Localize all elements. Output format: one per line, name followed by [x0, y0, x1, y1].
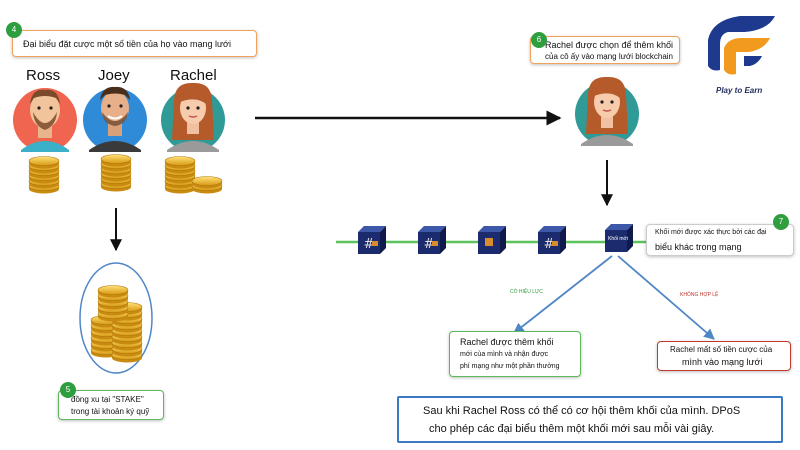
rachel-avatar [161, 82, 225, 152]
summary-box: Sau khi Rachel Ross có thể có cơ hội thê… [397, 396, 783, 443]
outcome-valid-line-2: mới của mình và nhận được [460, 351, 549, 358]
chain-block-3 [478, 226, 506, 254]
branch-invalid-label: KHÔNG HỢP LỆ [680, 292, 719, 298]
person-name-ross: Ross [26, 67, 61, 84]
step-5-box: đồng xu tại "STAKE" trong tài khoản ký q… [58, 390, 164, 420]
chain-block-2: # [418, 226, 446, 254]
logo-mark [708, 16, 775, 75]
step-4-box: Đại biểu đặt cược một số tiền của họ vào… [12, 30, 257, 57]
outcome-invalid-line-2: mình vào mạng lưới [682, 357, 763, 367]
outcome-valid-box: Rachel được thêm khối mới của mình và nh… [449, 331, 581, 377]
step-6-line-1: Rachel được chọn để thêm khối [545, 40, 673, 50]
arrow-valid [513, 255, 613, 334]
chain-block-1: # [358, 226, 386, 254]
outcome-valid-line-1: Rachel được thêm khối [460, 337, 554, 347]
step-6-box: Rachel được chọn để thêm khối của cô ấy … [530, 36, 680, 64]
joey-coins [100, 154, 132, 192]
arrow-invalid [617, 255, 715, 340]
svg-text:#: # [424, 237, 435, 252]
step-4-badge: 4 [6, 22, 22, 38]
step-7-box: Khối mới được xác thực bởi các đại biểu … [646, 224, 794, 256]
branch-valid-label: CÓ HIỆU LỰC [510, 289, 543, 295]
outcome-invalid-box: Rachel mất số tiền cược của mình vào mạn… [657, 341, 791, 371]
summary-line-2: cho phép các đại biểu thêm một khối mới … [429, 423, 715, 435]
chain-block-4: # [538, 226, 566, 254]
logo-tagline: Play to Earn [716, 86, 763, 95]
joey-avatar [83, 86, 147, 152]
step-6-line-2: của cô ấy vào mạng lưới blockchain [545, 52, 673, 61]
outcome-invalid-line-1: Rachel mất số tiền cược của [670, 345, 773, 354]
step-6-badge: 6 [531, 32, 547, 48]
ross-avatar [13, 88, 77, 152]
step-7-badge: 7 [773, 214, 789, 230]
step-7-line-1: Khối mới được xác thực bởi các đại [655, 229, 767, 236]
svg-text:#: # [544, 237, 555, 252]
step-5-line-2: trong tài khoản ký quỹ [71, 407, 150, 416]
svg-text:#: # [364, 237, 375, 252]
ross-coins [28, 156, 60, 194]
rachel-selected-avatar [575, 76, 639, 146]
person-name-joey: Joey [98, 67, 130, 84]
step-7-line-2: biểu khác trong mạng [655, 242, 742, 252]
outcome-valid-line-3: phí mạng như một phần thưởng [460, 363, 560, 370]
person-name-rachel: Rachel [170, 67, 217, 84]
step-5-line-1: đồng xu tại "STAKE" [71, 395, 144, 404]
new-block-label: Khối mới [608, 236, 628, 242]
rachel-coins [164, 156, 223, 194]
step-5-badge: 5 [60, 382, 76, 398]
stake-pool [79, 262, 153, 374]
summary-line-1: Sau khi Rachel Ross có thể có cơ hội thê… [423, 405, 741, 417]
step-4-text: Đại biểu đặt cược một số tiền của họ vào… [23, 39, 231, 49]
